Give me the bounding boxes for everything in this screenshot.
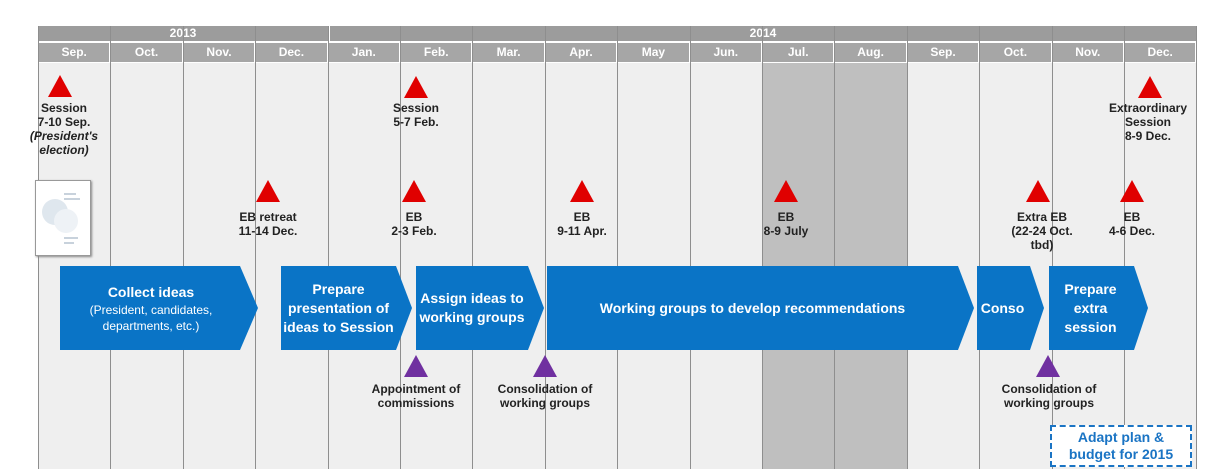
event-marker-eb-july-icon: [774, 180, 798, 202]
milestone-label-appointment: Appointment of commissions: [371, 382, 461, 410]
month-header: Apr.: [545, 43, 617, 62]
event-label-session-sep: Session 7-10 Sep. (President's election): [29, 101, 99, 157]
event-marker-eb-feb-icon: [402, 180, 426, 202]
month-header: Sep.: [907, 43, 979, 62]
month-divider: [979, 26, 981, 469]
phase-assign-ideas: Assign ideas to working groups: [416, 266, 544, 350]
month-divider: [1196, 26, 1198, 469]
event-label-session-feb: Session 5-7 Feb.: [392, 101, 440, 129]
phase-collect-ideas: Collect ideas (President, candidates, de…: [60, 266, 258, 350]
month-divider: [617, 26, 619, 469]
month-divider: [400, 26, 401, 469]
month-divider: [1124, 26, 1125, 469]
milestone-marker-consolidation-1-icon: [533, 355, 557, 377]
month-divider: [544, 26, 546, 469]
phase-working-groups: Working groups to develop recommendation…: [547, 266, 974, 350]
month-divider: [255, 26, 257, 469]
month-header: May: [618, 43, 689, 62]
month-header: Dec.: [1125, 43, 1196, 62]
month-divider: [906, 26, 908, 469]
month-divider: [182, 26, 184, 469]
month-divider: [834, 26, 836, 469]
document-thumbnail-icon: [35, 180, 91, 256]
month-header: Dec.: [256, 43, 327, 62]
milestone-marker-consolidation-2-icon: [1036, 355, 1060, 377]
event-label-eb-july: EB 8-9 July: [763, 210, 809, 238]
phase-prepare-presentation: Prepare presentation of ideas to Session: [281, 266, 412, 350]
month-header: Aug.: [835, 43, 906, 62]
month-header: Sep.: [39, 43, 110, 62]
event-marker-eb-dec-icon: [1120, 180, 1144, 202]
phase-prepare-extra-session: Prepare extra session: [1049, 266, 1148, 350]
month-divider: [110, 26, 112, 469]
month-divider: [1051, 26, 1053, 469]
year-header-2014: 2014: [330, 26, 1196, 41]
milestone-label-consolidation-2: Consolidation of working groups: [1001, 382, 1097, 410]
phase-conso: Conso: [977, 266, 1044, 350]
event-label-eb-retreat: EB retreat 11-14 Dec.: [238, 210, 298, 238]
month-header: Oct.: [111, 43, 182, 62]
event-label-eb-dec: EB 4-6 Dec.: [1108, 210, 1156, 238]
month-divider: [327, 26, 329, 469]
month-column: [1124, 63, 1197, 469]
month-header: Jan.: [328, 43, 399, 62]
month-header: Nov.: [1052, 43, 1123, 62]
event-marker-session-feb-icon: [404, 76, 428, 98]
month-divider: [472, 26, 474, 469]
event-label-eb-apr: EB 9-11 Apr.: [557, 210, 607, 238]
adapt-plan-budget-box: Adapt plan & budget for 2015: [1050, 425, 1192, 467]
month-header: Jul.: [763, 43, 834, 62]
month-divider: [762, 26, 763, 469]
event-marker-eb-apr-icon: [570, 180, 594, 202]
event-label-extraordinary: Extraordinary Session 8-9 Dec.: [1108, 101, 1188, 143]
event-label-eb-feb: EB 2-3 Feb.: [391, 210, 437, 238]
month-header: Feb.: [401, 43, 472, 62]
month-header: Oct.: [980, 43, 1051, 62]
event-marker-extra-eb-icon: [1026, 180, 1050, 202]
event-marker-extraordinary-icon: [1138, 76, 1162, 98]
month-header: Nov.: [183, 43, 255, 62]
event-marker-session-sep-icon: [48, 75, 72, 97]
month-divider: [689, 26, 691, 469]
milestone-label-consolidation-1: Consolidation of working groups: [497, 382, 593, 410]
month-header: Mar.: [473, 43, 544, 62]
month-header: Jun.: [690, 43, 761, 62]
event-marker-eb-retreat-icon: [256, 180, 280, 202]
milestone-marker-appointment-icon: [404, 355, 428, 377]
event-label-extra-eb: Extra EB (22-24 Oct. tbd): [1011, 210, 1073, 252]
